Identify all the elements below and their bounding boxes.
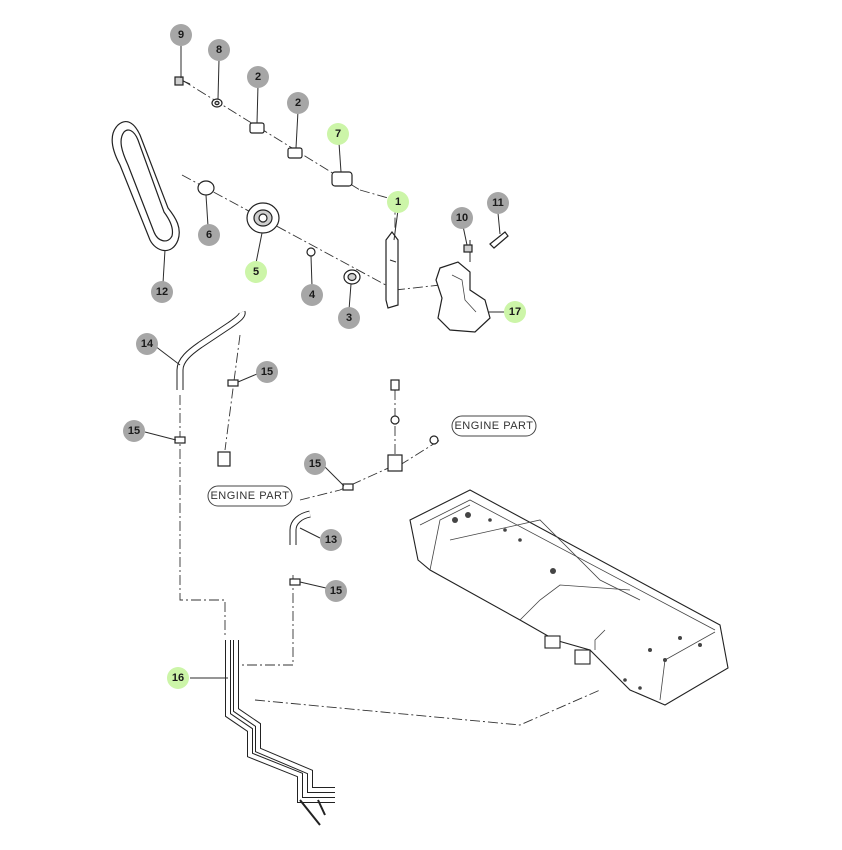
washer-part [211, 98, 223, 108]
callout-11[interactable]: 11 [487, 192, 509, 214]
hose-clamp-part-d [289, 578, 301, 586]
callout-leaders [144, 44, 505, 679]
callout-15[interactable]: 15 [256, 361, 278, 383]
fuel-fitting-left-part [217, 451, 231, 467]
svg-text:5: 5 [253, 266, 259, 278]
svg-text:14: 14 [141, 338, 154, 350]
svg-text:12: 12 [156, 286, 168, 298]
svg-text:ENGINE PART: ENGINE PART [210, 490, 289, 502]
drive-belt [111, 121, 180, 252]
svg-text:6: 6 [206, 229, 212, 241]
svg-text:2: 2 [295, 97, 301, 109]
callout-10[interactable]: 10 [451, 207, 473, 229]
callout-5[interactable]: 5 [245, 261, 267, 283]
hex-nut-part [463, 244, 473, 253]
svg-text:15: 15 [309, 458, 321, 470]
callout-9[interactable]: 9 [170, 24, 192, 46]
fuel-valve-part [387, 379, 439, 472]
callout-17[interactable]: 17 [504, 301, 526, 323]
retaining-ring-part [197, 180, 215, 196]
svg-text:13: 13 [325, 534, 337, 546]
svg-text:16: 16 [172, 672, 184, 684]
callout-7[interactable]: 7 [327, 123, 349, 145]
mounting-bracket-part [435, 240, 491, 333]
svg-text:15: 15 [128, 425, 140, 437]
hose-clamp-part-b [174, 436, 186, 444]
bearing-part [343, 269, 361, 285]
long-bolt-part [489, 231, 509, 249]
callout-2[interactable]: 2 [247, 66, 269, 88]
hose-clamp-part-c [342, 483, 354, 491]
svg-text:15: 15 [261, 366, 273, 378]
fuel-hose-left-part [176, 310, 246, 390]
bushing-part-a [249, 122, 265, 134]
svg-text:8: 8 [216, 44, 222, 56]
bolt-part [174, 76, 191, 86]
spacer-part [331, 171, 353, 187]
svg-text:9: 9 [178, 29, 184, 41]
callout-14[interactable]: 14 [136, 333, 158, 355]
callout-16[interactable]: 16 [167, 667, 189, 689]
svg-text:7: 7 [335, 128, 341, 140]
svg-text:10: 10 [456, 212, 468, 224]
svg-text:15: 15 [330, 585, 342, 597]
svg-text:3: 3 [346, 312, 352, 324]
callout-6[interactable]: 6 [198, 224, 220, 246]
small-washer-part [306, 247, 316, 257]
callout-15[interactable]: 15 [325, 580, 347, 602]
callout-13[interactable]: 13 [320, 529, 342, 551]
callout-2[interactable]: 2 [287, 92, 309, 114]
svg-text:2: 2 [255, 71, 261, 83]
svg-text:4: 4 [309, 289, 316, 301]
svg-text:11: 11 [492, 197, 504, 209]
chassis-frame-part [409, 489, 729, 706]
fuel-pipe-assembly-part [225, 640, 335, 826]
callout-8[interactable]: 8 [208, 39, 230, 61]
callout-15[interactable]: 15 [123, 420, 145, 442]
callout-15[interactable]: 15 [304, 453, 326, 475]
svg-text:1: 1 [395, 196, 401, 208]
idler-arm-part [385, 231, 399, 309]
fuel-hose-right-part [289, 510, 311, 545]
callout-3[interactable]: 3 [338, 307, 360, 329]
pulley-part [246, 202, 280, 234]
bushing-part-b [287, 147, 303, 159]
assembly-centerlines [179, 79, 601, 726]
callout-12[interactable]: 12 [151, 281, 173, 303]
hose-clamp-part-a [227, 379, 239, 387]
engine-part-label-right: ENGINE PART [451, 415, 537, 437]
svg-text:ENGINE PART: ENGINE PART [454, 420, 533, 432]
callout-4[interactable]: 4 [301, 284, 323, 306]
engine-part-label-left: ENGINE PART [207, 485, 293, 507]
callout-1[interactable]: 1 [387, 191, 409, 213]
svg-text:17: 17 [509, 306, 521, 318]
